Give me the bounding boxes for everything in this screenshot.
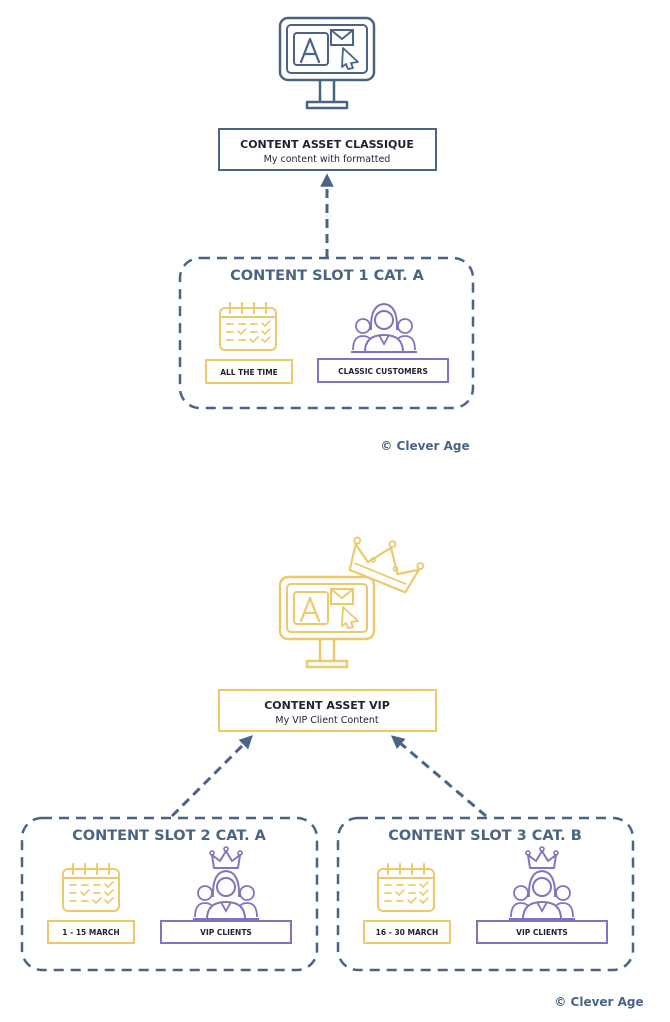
- content-slot-2-box: CONTENT SLOT 2 CAT. A 1 - 15 MARCH VIP C…: [20, 816, 319, 972]
- bottom-diagram: CONTENT ASSET VIP My VIP Client Content …: [20, 536, 644, 1009]
- audience-tag: [160, 920, 292, 944]
- audience-label: CLASSIC CUSTOMERS: [338, 367, 428, 376]
- audience-label: VIP CLIENTS: [200, 928, 252, 937]
- content-slot-3-box: CONTENT SLOT 3 CAT. B 16 - 30 MARCH VIP …: [336, 816, 635, 972]
- slot-title: CONTENT SLOT 1 CAT. A: [230, 268, 425, 284]
- crown-icon: [348, 536, 425, 594]
- audience-tag: [317, 358, 449, 383]
- monitor-icon-vip: [278, 575, 376, 669]
- asset-title: CONTENT ASSET CLASSIQUE: [240, 138, 414, 151]
- content-slot-1-box: CONTENT SLOT 1 CAT. A ALL THE TIME CLASS…: [178, 256, 475, 410]
- asset-subtitle: My content with formatted: [264, 154, 391, 165]
- audience-tag: [476, 920, 608, 944]
- slot-border: [178, 256, 475, 410]
- content-asset-vip-box: CONTENT ASSET VIP My VIP Client Content: [218, 689, 437, 732]
- people-group-icon: [508, 870, 576, 920]
- content-asset-classique-box: CONTENT ASSET CLASSIQUE My content with …: [218, 128, 437, 171]
- link-arrow-slot3: [390, 735, 487, 818]
- slot-border: [20, 816, 319, 972]
- slot-border: [336, 816, 635, 972]
- people-group-icon: [192, 870, 260, 920]
- top-diagram: CONTENT ASSET CLASSIQUE My content with …: [178, 16, 475, 453]
- calendar-icon: [62, 863, 120, 912]
- asset-vip-subtitle: My VIP Client Content: [275, 715, 378, 726]
- period-tag: [205, 359, 293, 384]
- period-tag: [47, 920, 135, 944]
- calendar-icon: [377, 863, 435, 912]
- period-label: 16 - 30 MARCH: [376, 928, 439, 937]
- slot-title: CONTENT SLOT 2 CAT. A: [72, 828, 267, 844]
- vip-crown-icon: [525, 846, 559, 869]
- period-label: ALL THE TIME: [220, 368, 278, 377]
- period-label: 1 - 15 MARCH: [62, 928, 119, 937]
- calendar-icon: [219, 302, 277, 351]
- asset-vip-title: CONTENT ASSET VIP: [264, 699, 390, 712]
- copyright-label: © Clever Age: [554, 995, 643, 1009]
- vip-crown-icon: [209, 846, 243, 869]
- slot-title: CONTENT SLOT 3 CAT. B: [388, 828, 582, 844]
- audience-label: VIP CLIENTS: [516, 928, 568, 937]
- copyright-label: © Clever Age: [380, 439, 469, 453]
- period-tag: [363, 920, 451, 944]
- people-group-icon: [350, 303, 418, 353]
- link-arrow-slot2: [170, 735, 253, 818]
- monitor-icon: [278, 16, 376, 110]
